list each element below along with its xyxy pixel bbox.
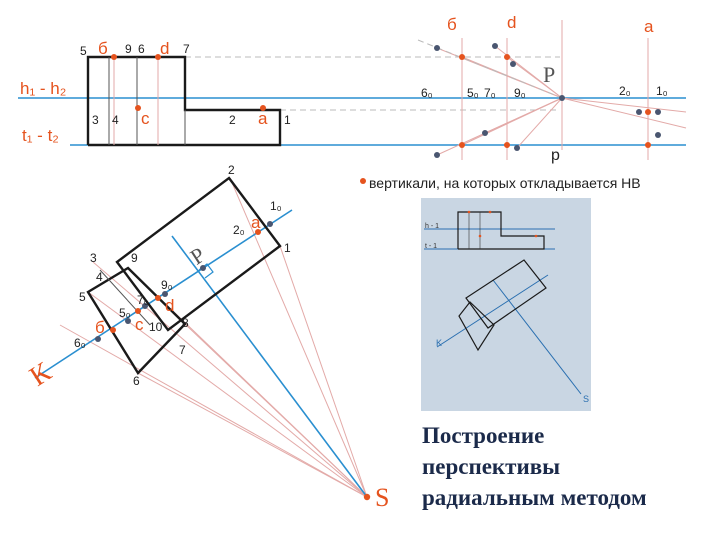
front-num-3: 3 [92,113,99,127]
legend-text: вертикали, на которых откладывается НВ [369,175,641,191]
horizon-label: h₁ - h₂ [20,79,66,98]
plan-num-5o: 5₀ [119,306,131,320]
legend-dot [360,178,366,184]
thumb-plan-rect-2 [458,301,495,352]
plan-num-9: 9 [131,251,138,265]
caption-line-2: перспективы [422,454,561,479]
front-num-9: 9 [125,42,132,56]
right-grey-dots [434,43,661,158]
front-label-d: d [160,39,169,58]
right-label-d: d [507,13,516,32]
thumb-label-S: S [583,394,589,404]
right-num-9o: 9₀ [514,86,526,100]
thumb-S-line [492,279,582,395]
plan-num-6o: 6₀ [74,336,86,350]
plan-label-S: S [375,483,389,512]
plan-num-5: 5 [79,290,86,304]
right-label-p: p [551,147,560,164]
thumb-front-shape [457,211,545,250]
plan-num-3: 3 [90,251,97,265]
thumbnail-background [421,198,591,411]
plan-red-dots [110,229,371,501]
front-num-4: 4 [112,113,119,127]
right-dashed-diagonal [417,39,563,99]
front-label-c: c [141,109,150,128]
caption: Построение перспективы радиальным методо… [422,420,718,513]
thumb-plan-rect-1 [465,259,547,329]
right-label-a: a [644,17,654,36]
front-num-1: 1 [284,113,291,127]
plan-shapes [86,176,282,375]
right-label-P: P [543,62,555,87]
front-view: h₁ - h₂ t₁ - t₂ 5 9 6 7 3 4 2 1 б d c a [18,39,686,147]
front-label-a: a [258,109,268,128]
front-red-dots [111,54,266,111]
plan-grey-dots [95,221,273,342]
right-label-b: б [447,15,457,34]
plan-num-1: 1 [284,241,291,255]
plan-label-d: d [165,296,174,315]
plan-num-7o: 7₀ [137,293,149,307]
plan-num-2o: 2₀ [233,223,245,237]
right-num-7o: 7₀ [484,86,496,100]
front-shape [86,55,282,147]
plan-num-8: 8 [182,316,189,330]
plan-num-7: 7 [179,343,186,357]
front-label-b: б [98,39,108,58]
plan-num-6: 6 [133,374,140,388]
plan-label-a: a [251,213,261,232]
thumb-label-t: t - 1 [425,243,437,250]
right-construction: б d a P p 6₀ 5₀ 7₀ 9₀ 2₀ 1₀ вертикали, н… [360,13,687,191]
front-num-2: 2 [229,113,236,127]
plan-num-2: 2 [228,163,235,177]
plan-num-9o: 9₀ [161,278,173,292]
ground-label: t₁ - t₂ [22,126,59,145]
thumb-red-dots [467,210,538,238]
plan-num-4: 4 [96,270,103,284]
thumb-label-h: h - 1 [425,223,439,230]
right-num-5o: 5₀ [467,86,479,100]
front-num-5: 5 [80,44,87,58]
front-num-6: 6 [138,42,145,56]
thumb-label-K: K [436,338,442,348]
plan-label-K: К [24,356,57,392]
right-num-1o: 1₀ [656,84,668,98]
right-red-dots [459,54,651,148]
plan-inner-line [99,269,151,326]
right-num-2o: 2₀ [619,84,631,98]
thumbnail-preview: h - 1 t - 1 K S [421,198,591,411]
projection-dashed-lines [185,56,560,146]
plan-label-b: б [95,318,105,337]
thumb-K-line [436,274,549,348]
front-num-7: 7 [183,42,190,56]
right-num-6o: 6₀ [421,86,433,100]
plan-label-c: c [135,315,144,334]
caption-line-3: радиальным методом [422,485,647,510]
front-red-verticals [113,57,159,145]
plan-view: 2 1₀ 2₀ 1 3 9 4 5 9₀ 7₀ 5₀ 6₀ 10 8 7 6 a… [24,163,389,512]
sight-line-to-S [171,235,368,498]
plan-rays-to-S [59,177,368,498]
caption-line-1: Построение [422,423,545,448]
plan-num-1o: 1₀ [270,199,282,213]
front-inner-lines [108,57,186,145]
plan-num-10: 10 [149,320,163,334]
